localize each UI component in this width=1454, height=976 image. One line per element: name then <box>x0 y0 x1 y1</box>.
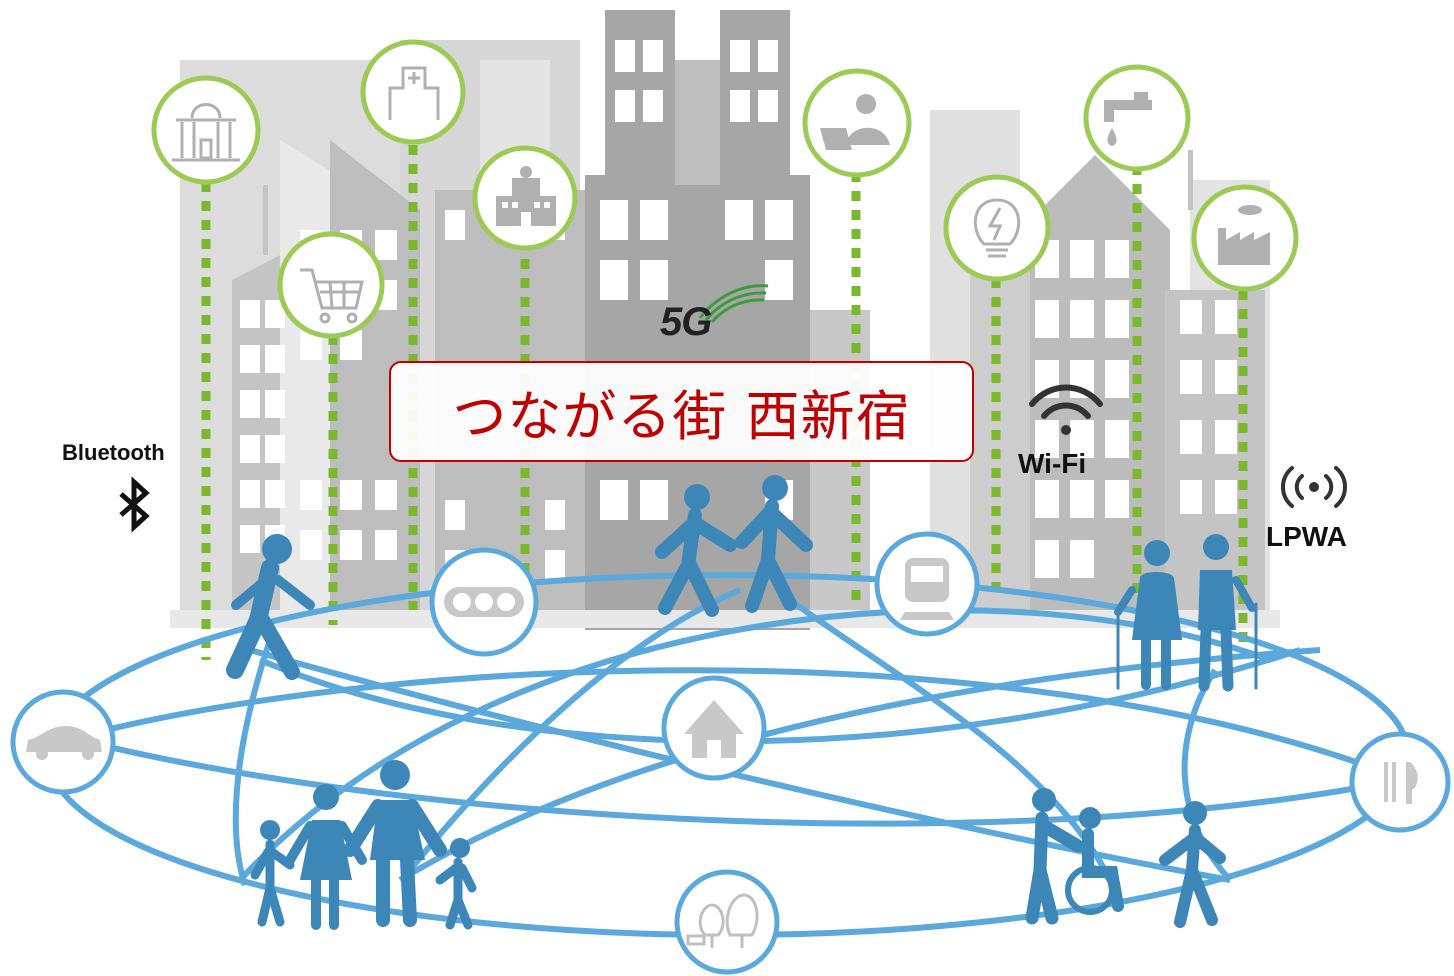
hospital-icon <box>360 39 466 145</box>
walking-pair-center <box>655 475 813 617</box>
school-icon <box>472 145 578 251</box>
factory-icon <box>1191 184 1299 292</box>
lpwa-signal-icon <box>1281 466 1347 508</box>
bluetooth-icon <box>119 476 150 533</box>
wifi-icon <box>1029 384 1103 435</box>
service-icons <box>151 39 1299 339</box>
water-tap-icon <box>1083 64 1191 172</box>
bus-icon <box>429 547 539 657</box>
title-box: つながる街 西新宿 <box>389 361 974 462</box>
network-icons <box>10 531 1451 975</box>
home-icon <box>661 675 767 781</box>
5g-logo: 5G <box>660 300 712 344</box>
wheelchair-group <box>1025 788 1124 925</box>
5g-logo-waves <box>698 284 769 324</box>
page-title: つながる街 西新宿 <box>452 385 911 448</box>
walking-girl <box>1159 801 1226 928</box>
train-icon <box>874 531 980 637</box>
restaurant-icon <box>1349 731 1451 833</box>
family-group <box>250 760 477 930</box>
government-icon <box>151 75 261 185</box>
lpwa-label: LPWA <box>1266 521 1347 552</box>
energy-bulb-icon <box>943 174 1051 282</box>
people <box>226 475 1258 930</box>
bluetooth-label: Bluetooth <box>62 440 165 465</box>
park-icon <box>674 869 780 975</box>
car-icon <box>10 689 116 795</box>
wifi-label: Wi-Fi <box>1018 448 1087 479</box>
walking-person-left <box>226 534 315 680</box>
shopping-cart-icon <box>277 231 385 339</box>
office-worker-icon <box>802 68 912 178</box>
elderly-couple <box>1114 534 1258 692</box>
